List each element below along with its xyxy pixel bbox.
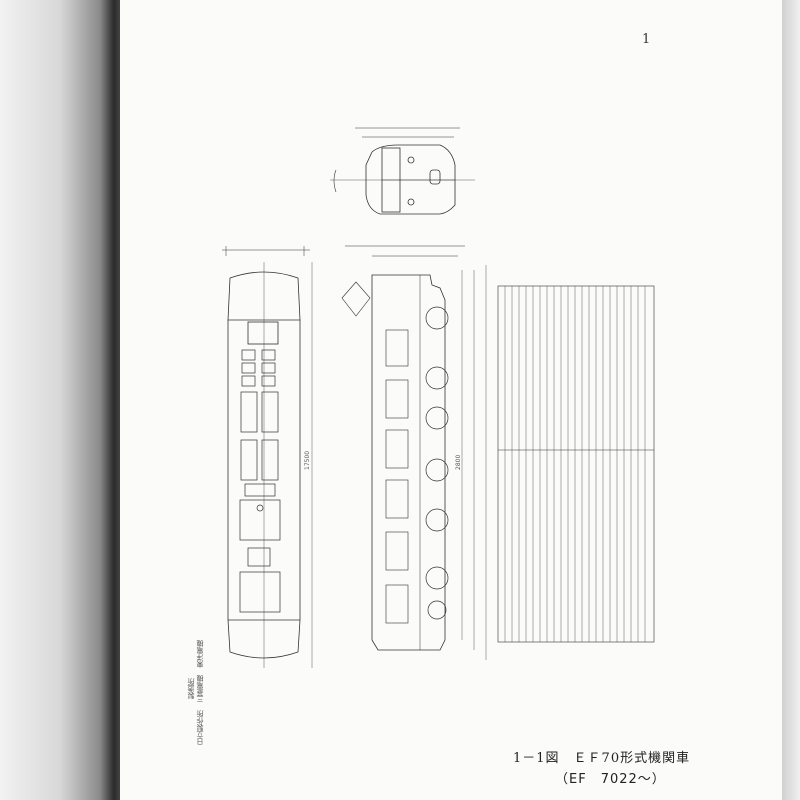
figure-subtitle: （EF 7022～）: [555, 772, 666, 787]
book-binding-shadow: [0, 0, 120, 800]
manufacturer-label: 製造所: [187, 678, 195, 699]
document-page: [120, 0, 788, 800]
side-view: 2800: [341, 245, 487, 660]
manufacturer-list: 日立製作所 三菱電機 東洋電機: [196, 640, 204, 745]
spec-table: [497, 285, 655, 643]
front-view: [330, 127, 475, 215]
figure-caption: 1－1図 ＥＦ70形式機関車: [513, 751, 691, 766]
page-number: 1: [642, 32, 651, 47]
bogie-dim: 2800: [455, 455, 462, 470]
plan-length-dim: 17500: [304, 451, 311, 470]
page-edge: [782, 0, 800, 800]
plan-view: 17500: [222, 246, 313, 668]
